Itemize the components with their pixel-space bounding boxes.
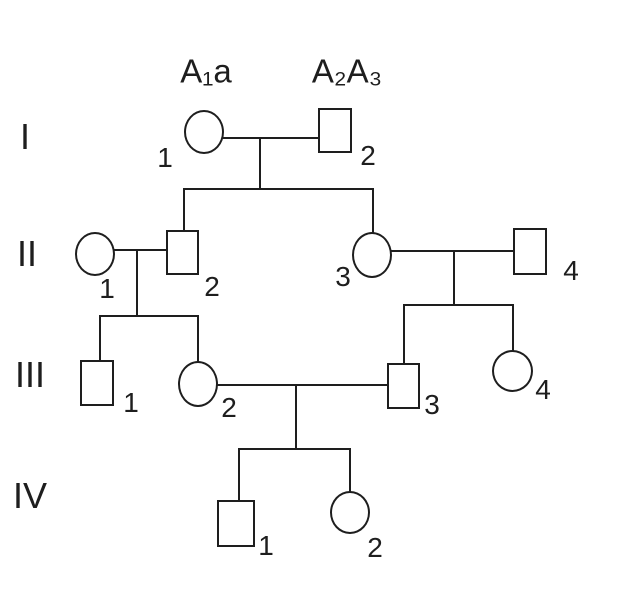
individual-III-4-circle (492, 350, 533, 392)
individual-III-3-number: 3 (424, 389, 440, 420)
individual-II-2-number: 2 (204, 271, 220, 302)
individual-I-1-circle (184, 110, 224, 154)
generation-label-II: II (16, 233, 38, 274)
individual-IV-1-square (217, 500, 255, 547)
individual-IV-2-number: 2 (367, 532, 383, 563)
individual-IV-1-number: 1 (258, 530, 274, 561)
marriage-line-II1-II2 (113, 249, 168, 251)
marriage-line-III2-III3 (216, 384, 389, 386)
child-line-II-3 (372, 188, 374, 234)
individual-III-1-square (80, 360, 114, 406)
child-line-IV-1 (238, 448, 240, 502)
individual-II-4-square (513, 228, 547, 275)
individual-I-2-square (318, 108, 352, 153)
individual-II-4-number: 4 (563, 255, 579, 286)
individual-II-1-number: 1 (99, 273, 115, 304)
generation-label-IV: IV (12, 475, 48, 516)
individual-III-2-number: 2 (221, 392, 237, 423)
individual-II-3-number: 3 (335, 261, 351, 292)
individual-II-1-circle (75, 232, 115, 276)
individual-III-2-circle (178, 361, 218, 407)
sibship-line-gen-III-left (99, 315, 199, 317)
individual-III-3-square (387, 363, 420, 409)
individual-II-2-square (166, 230, 199, 275)
individual-I-1-number: 1 (157, 142, 173, 173)
child-line-III-3 (403, 304, 405, 365)
individual-I-2-number: 2 (360, 140, 376, 171)
generation-label-I: I (19, 116, 31, 157)
offspring-drop-line-II-right (453, 250, 455, 306)
genotype-label-I-2: A₂A₃ (311, 52, 383, 90)
sibship-line-gen-III-right (403, 304, 514, 306)
sibship-line-gen-IV (238, 448, 351, 450)
child-line-III-2 (197, 315, 199, 363)
offspring-drop-line-III (295, 384, 297, 450)
child-line-III-4 (512, 304, 514, 352)
individual-IV-2-circle (330, 491, 370, 534)
offspring-drop-line-I (259, 137, 261, 190)
child-line-III-1 (99, 315, 101, 362)
individual-II-3-circle (352, 232, 392, 278)
offspring-drop-line-II-left (136, 249, 138, 317)
child-line-II-2 (183, 188, 185, 232)
marriage-line-II3-II4 (390, 250, 515, 252)
individual-III-4-number: 4 (535, 374, 551, 405)
genotype-label-I-1: A₁a (180, 52, 232, 90)
individual-III-1-number: 1 (123, 387, 139, 418)
sibship-line-gen-II (183, 188, 374, 190)
child-line-IV-2 (349, 448, 351, 493)
generation-label-III: III (14, 354, 46, 395)
marriage-line-I1-I2 (222, 137, 320, 139)
